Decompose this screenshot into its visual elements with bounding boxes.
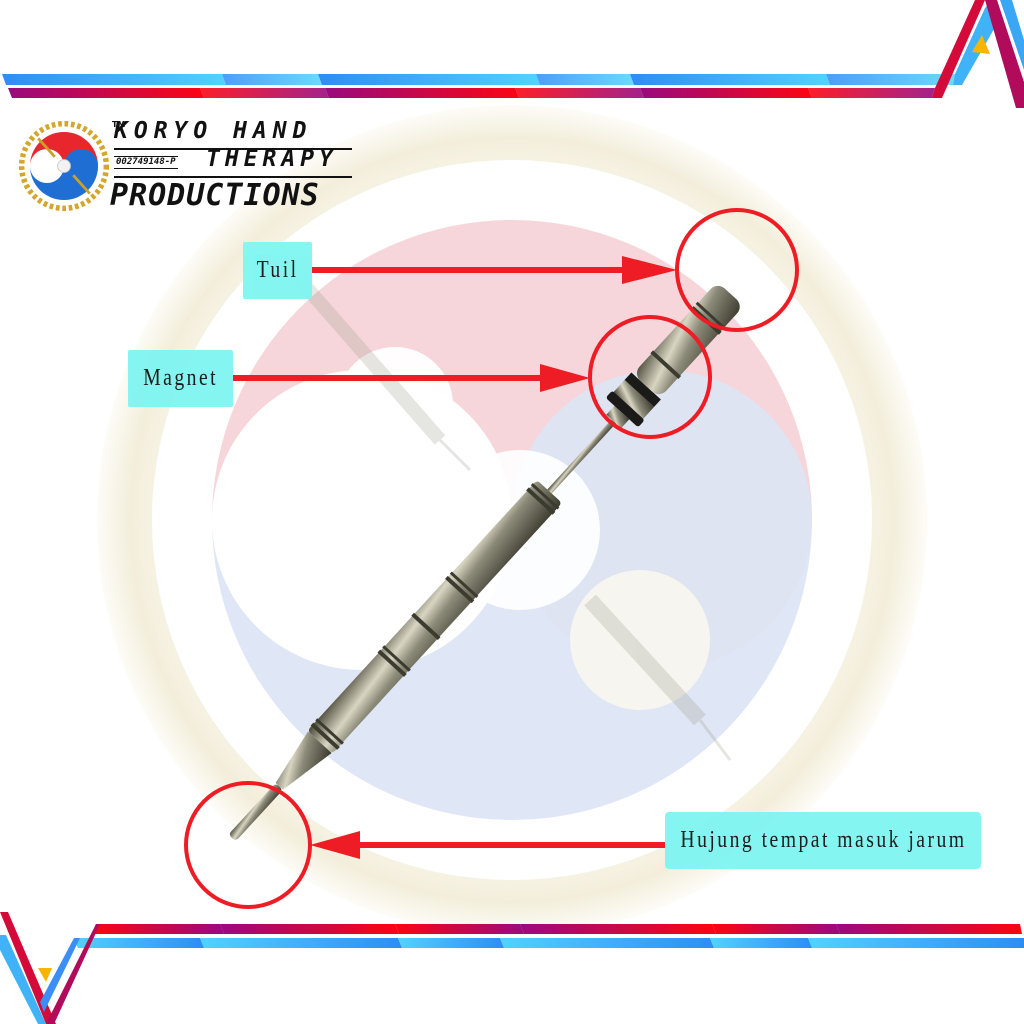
trademark-mark: TM: [112, 120, 126, 129]
label-needle-tip: Hujung tempat masuk jarum: [665, 812, 981, 869]
tip-arrow-line: [355, 842, 665, 848]
registration-number: 002749148-P: [114, 156, 178, 169]
tip-highlight-circle: [184, 781, 312, 909]
brand-name-line1: KORYO HAND: [114, 118, 313, 144]
label-needle-tip-text: Hujung tempat masuk jarum: [679, 827, 967, 853]
label-magnet: Magnet: [128, 350, 233, 407]
label-tuil-text: Tuil: [256, 257, 299, 283]
tip-arrow-head-icon: [310, 831, 360, 859]
magnet-arrow-line: [233, 375, 548, 381]
label-tuil: Tuil: [243, 242, 312, 299]
brand-logo: TM KORYO HAND 002749148-P THERAPY PRODUC…: [18, 118, 358, 214]
tuil-arrow-head-icon: [622, 256, 677, 284]
label-magnet-text: Magnet: [143, 365, 218, 391]
magnet-highlight-circle: [588, 315, 712, 439]
logo-divider: [114, 148, 352, 150]
brand-name-line2: THERAPY: [206, 146, 338, 172]
tuil-highlight-circle: [675, 208, 799, 332]
magnet-arrow-head-icon: [540, 364, 590, 392]
logo-divider: [114, 176, 352, 178]
yin-yang-needle-emblem-icon: [18, 120, 110, 212]
brand-name-line3: PRODUCTIONS: [110, 178, 320, 213]
tuil-arrow-line: [312, 267, 632, 273]
